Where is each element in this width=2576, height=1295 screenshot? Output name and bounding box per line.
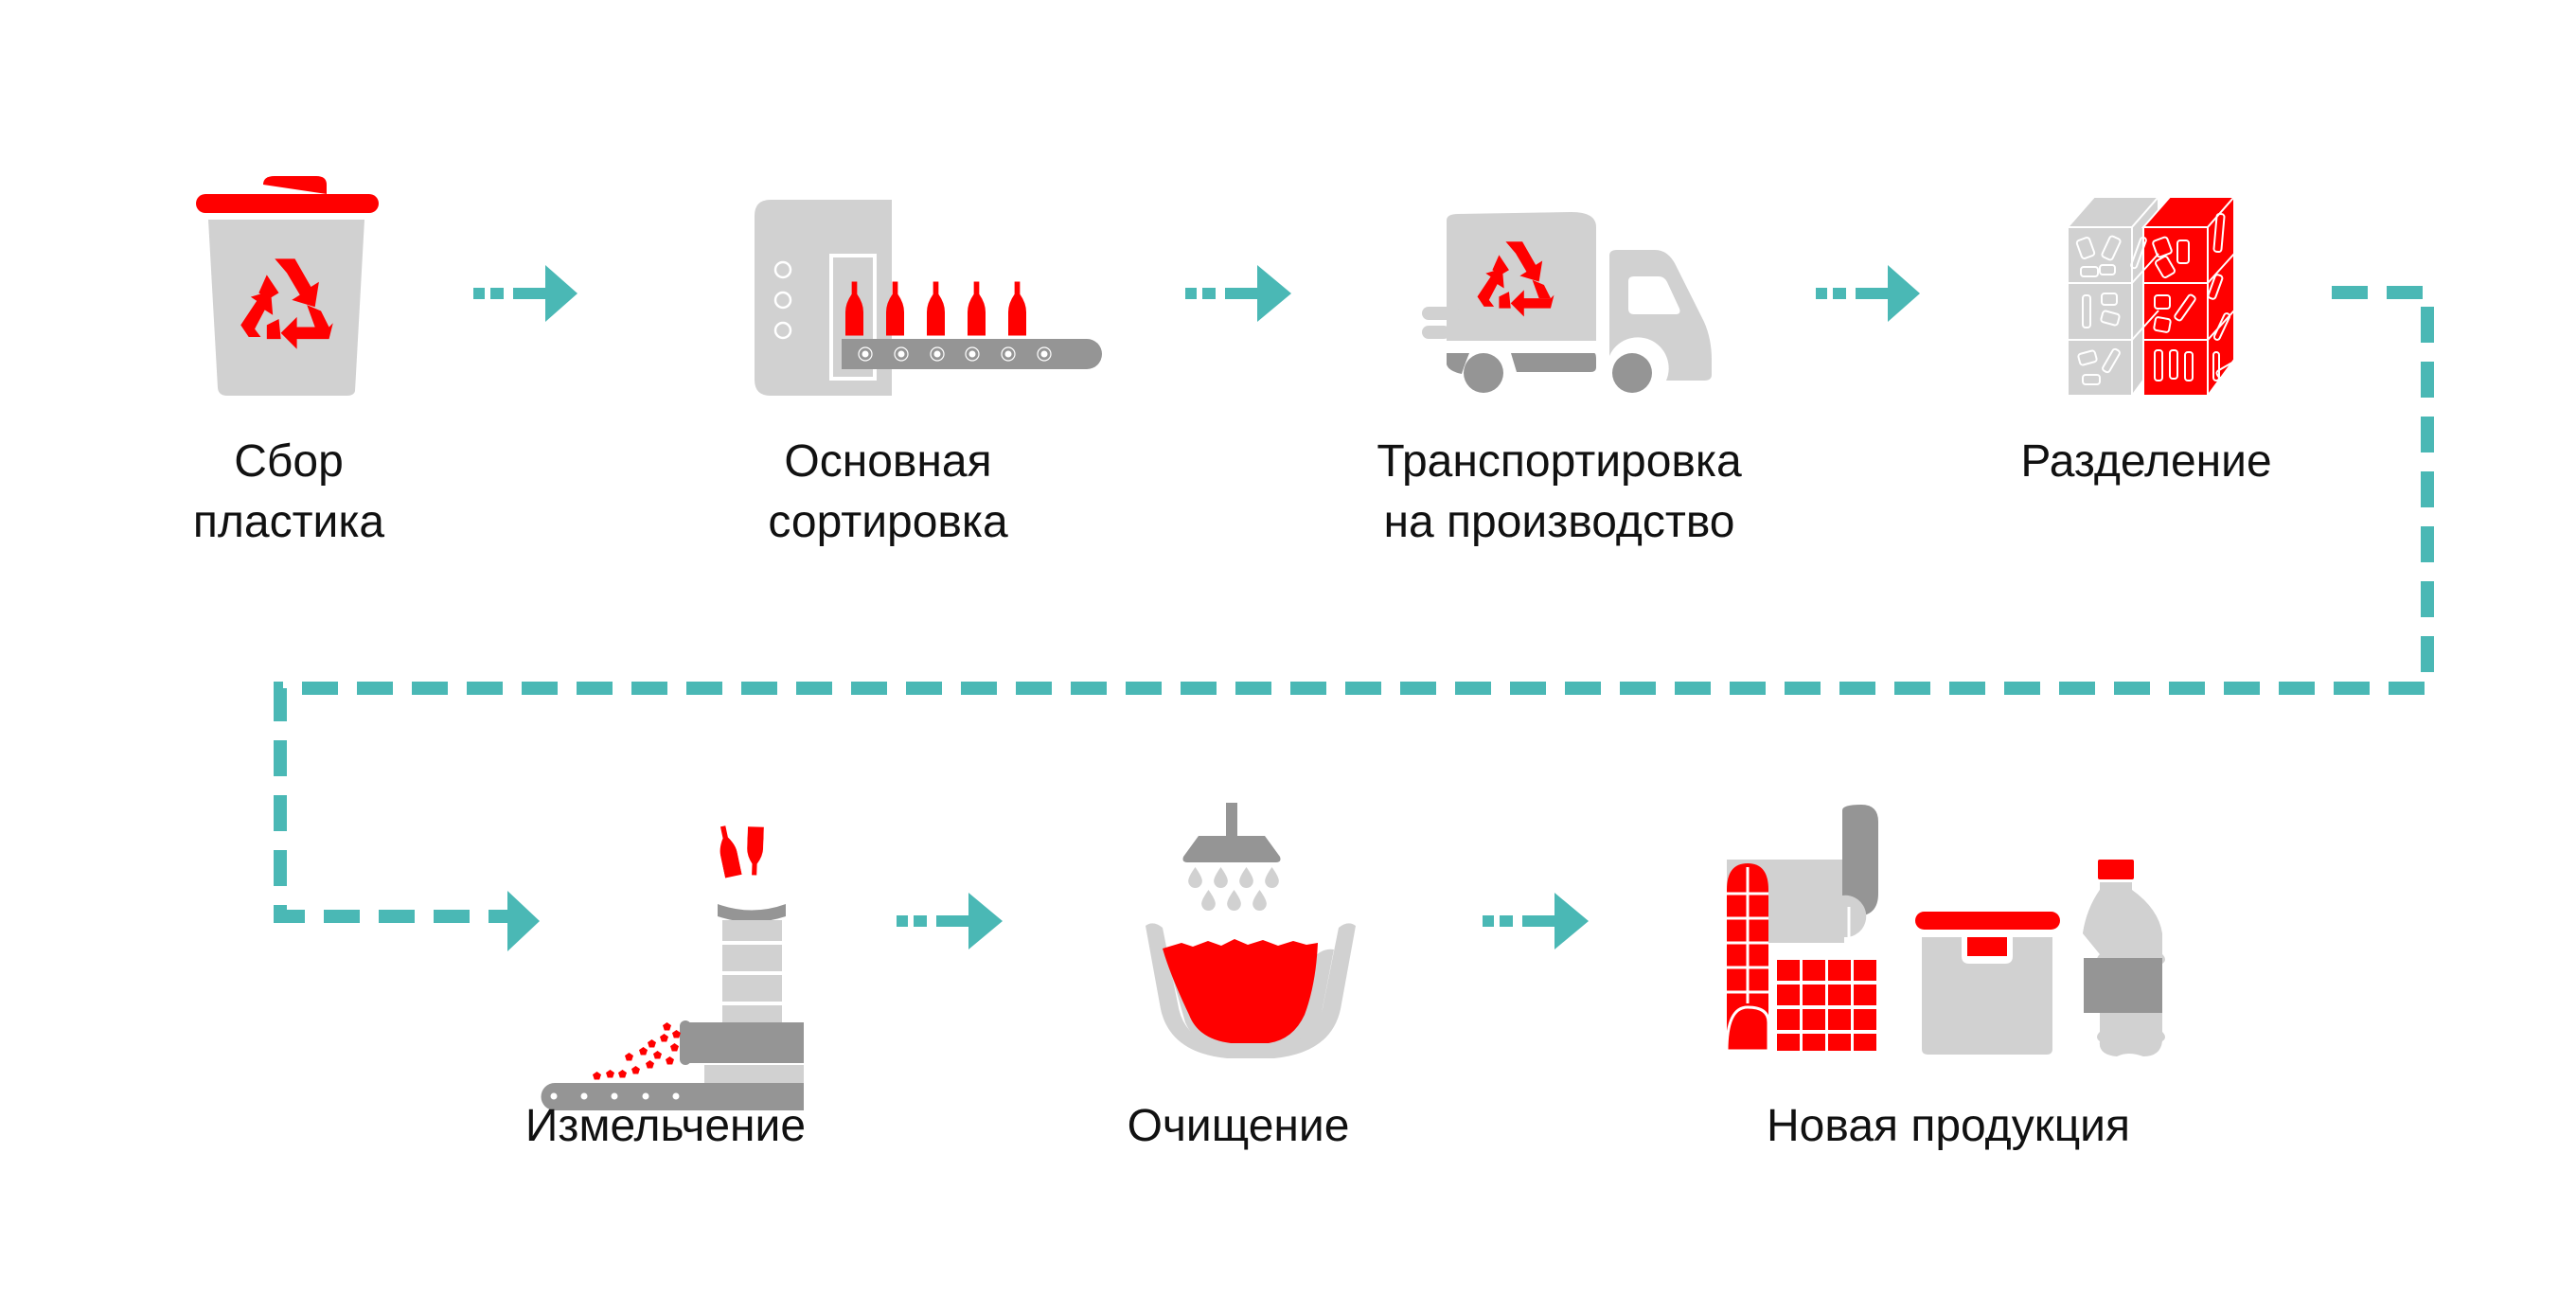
plastic-flakes <box>593 1022 681 1080</box>
new-products-icon <box>1725 805 2165 1056</box>
step-label-transport: Транспортировка на производство <box>1377 436 1742 547</box>
step-label-shredding: Измельчение <box>524 1101 807 1151</box>
truck-recycle-icon <box>1422 212 1712 393</box>
flow-arrow-3 <box>1816 265 1920 322</box>
step-label-collection: Сбор пластика <box>192 436 385 547</box>
water-bottle <box>2083 860 2165 1056</box>
connector-row1-to-row2 <box>274 286 2434 951</box>
rolled-tile-mat <box>1725 805 1878 1053</box>
step-label-cleaning: Очищение <box>1127 1101 1350 1151</box>
bale-cubes-icon <box>2065 194 2238 399</box>
food-container <box>1915 912 2060 1055</box>
conveyor-bottles-icon <box>755 200 1102 396</box>
flow-arrow-4 <box>897 893 1003 949</box>
trash-bin-recycle-icon <box>196 176 379 396</box>
flow-arrow-1 <box>473 265 577 322</box>
step-label-separation: Разделение <box>2020 436 2272 487</box>
shredder-icon <box>541 824 804 1110</box>
step-label-primary-sorting: Основная сортировка <box>768 436 1008 547</box>
connector-arrowhead <box>507 891 540 951</box>
flow-arrow-5 <box>1483 893 1589 949</box>
wash-basin-icon <box>1146 803 1356 1058</box>
flow-arrow-2 <box>1185 265 1291 322</box>
step-label-new-products: Новая продукция <box>1767 1101 2130 1151</box>
